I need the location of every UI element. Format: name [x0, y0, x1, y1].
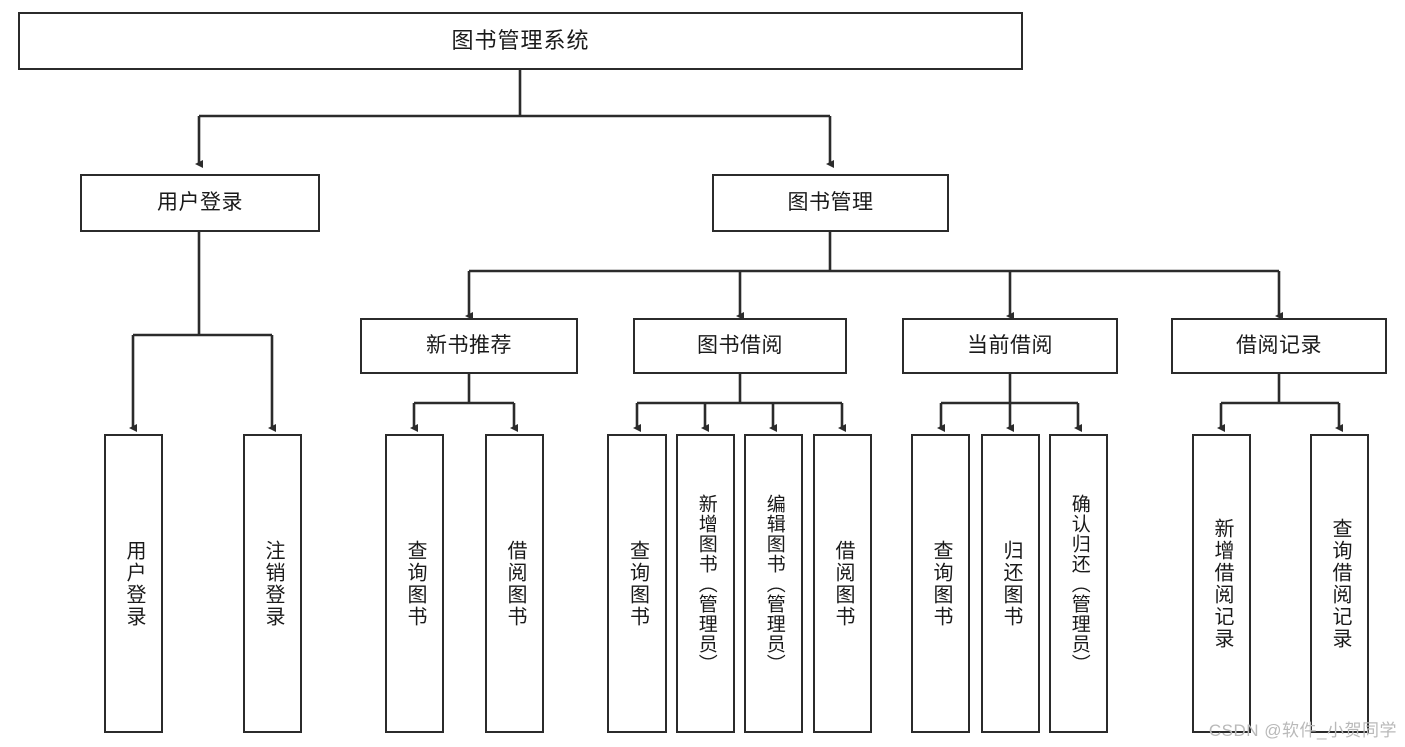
node-label: 借阅图书: [504, 539, 526, 628]
node-label: 新增借阅记录: [1211, 517, 1233, 650]
node-label: 注销登录: [262, 539, 284, 628]
node-label: 用户登录: [123, 539, 145, 628]
node-label: 查询借阅记录: [1329, 517, 1351, 650]
node-label: 借阅记录: [1236, 333, 1322, 357]
node-leaf-logout[interactable]: 注销登录: [243, 434, 302, 733]
node-book-borrow[interactable]: 图书借阅: [633, 318, 847, 374]
node-leaf-query-book-2[interactable]: 查询图书: [607, 434, 667, 733]
node-current-borrow[interactable]: 当前借阅: [902, 318, 1118, 374]
node-label: 借阅图书: [832, 539, 854, 628]
node-label: 确认归还（管理员）: [1068, 493, 1090, 674]
node-leaf-add-book[interactable]: 新增图书（管理员）: [676, 434, 735, 733]
node-label: 图书管理系统: [451, 28, 590, 54]
node-label: 查询图书: [626, 539, 649, 628]
node-label: 图书管理: [787, 190, 874, 214]
node-root-book-management-system[interactable]: 图书管理系统: [18, 12, 1023, 70]
node-leaf-query-book-3[interactable]: 查询图书: [911, 434, 970, 733]
node-label: 新增图书（管理员）: [695, 493, 717, 674]
csdn-watermark: CSDN @软件_小贺同学: [1208, 721, 1397, 740]
node-label: 归还图书: [1000, 539, 1022, 628]
node-leaf-confirm-return[interactable]: 确认归还（管理员）: [1049, 434, 1108, 733]
node-leaf-edit-book[interactable]: 编辑图书（管理员）: [744, 434, 803, 733]
node-label: 查询图书: [930, 539, 952, 628]
node-label: 编辑图书（管理员）: [763, 493, 785, 674]
node-label: 用户登录: [157, 190, 243, 214]
node-label: 图书借阅: [697, 333, 783, 357]
node-book-management[interactable]: 图书管理: [712, 174, 949, 232]
node-leaf-query-record[interactable]: 查询借阅记录: [1310, 434, 1369, 733]
node-label: 当前借阅: [967, 333, 1053, 357]
node-leaf-add-record[interactable]: 新增借阅记录: [1192, 434, 1251, 733]
node-leaf-query-book-1[interactable]: 查询图书: [385, 434, 444, 733]
node-borrow-record[interactable]: 借阅记录: [1171, 318, 1387, 374]
node-user-login[interactable]: 用户登录: [80, 174, 320, 232]
node-label: 查询图书: [404, 539, 426, 628]
node-label: 新书推荐: [426, 333, 512, 357]
node-leaf-borrow-book-2[interactable]: 借阅图书: [813, 434, 872, 733]
node-leaf-user-login[interactable]: 用户登录: [104, 434, 163, 733]
node-leaf-borrow-book-1[interactable]: 借阅图书: [485, 434, 544, 733]
node-new-book-recommend[interactable]: 新书推荐: [360, 318, 578, 374]
node-leaf-return-book[interactable]: 归还图书: [981, 434, 1040, 733]
